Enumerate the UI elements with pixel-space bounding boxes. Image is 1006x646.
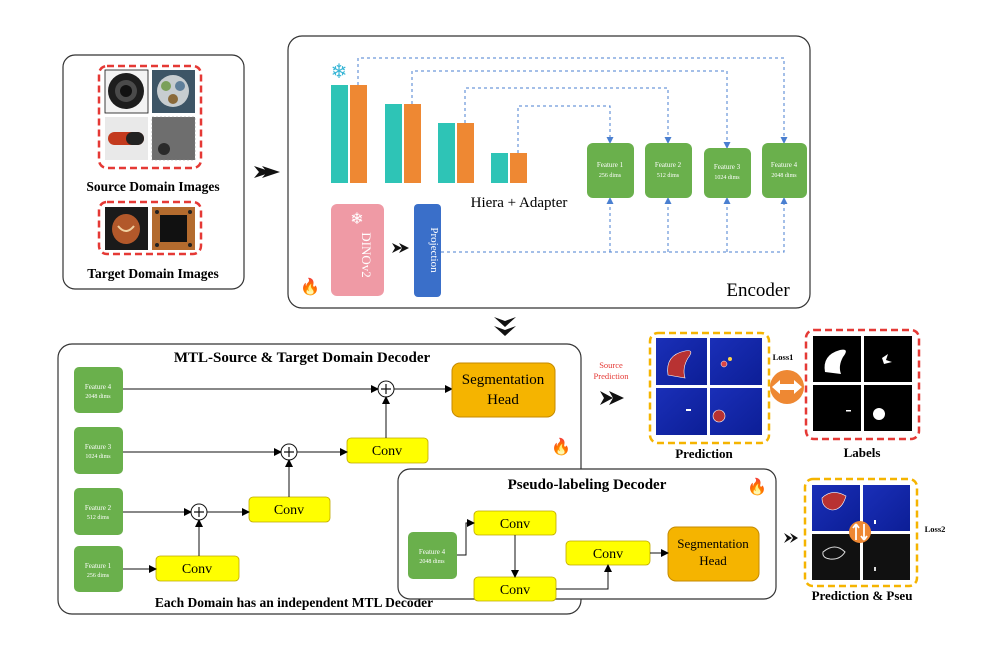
svg-text:Feature 1: Feature 1 <box>597 161 624 169</box>
svg-text:Conv: Conv <box>593 547 623 562</box>
skip-connections <box>357 57 788 253</box>
encoder-feature-1: Feature 1 256 dims <box>587 143 634 198</box>
svg-text:2048 dims: 2048 dims <box>85 394 111 400</box>
encoder-title: Encoder <box>726 280 790 301</box>
hiera-bars <box>331 85 527 183</box>
mtl-connections <box>123 385 453 573</box>
svg-text:Projection: Projection <box>428 227 440 273</box>
svg-text:Conv: Conv <box>182 562 212 577</box>
pseudo-connections <box>457 519 669 590</box>
mtl-decoder-title: MTL-Source & Target Domain Decoder <box>174 350 431 366</box>
svg-text:Feature 1: Feature 1 <box>85 562 112 570</box>
svg-text:1024 dims: 1024 dims <box>714 175 740 181</box>
svg-text:2048 dims: 2048 dims <box>419 559 445 565</box>
projection-block: Projection <box>414 204 441 297</box>
pseudo-prediction-grid: Loss2 Prediction & Pseu <box>803 477 946 603</box>
svg-text:2048 dims: 2048 dims <box>771 173 797 179</box>
input-images-panel: Source Domain Images Target Domain Image… <box>62 54 245 290</box>
add-node-crosses <box>194 384 391 517</box>
mtl-conv-2: Conv <box>248 496 331 523</box>
snowflake-icon: ❄ <box>331 61 348 83</box>
source-image-bottle <box>104 69 149 114</box>
fire-icon: 🔥 <box>747 477 767 496</box>
mtl-feature-1: Feature 1 256 dims <box>74 546 123 592</box>
svg-text:256 dims: 256 dims <box>87 573 110 579</box>
backbone-label: Hiera + Adapter <box>471 195 568 211</box>
encoder-feature-2: Feature 2 512 dims <box>645 143 692 198</box>
pseudo-conv-3: Conv <box>565 540 651 566</box>
svg-text:Feature 4: Feature 4 <box>85 383 112 391</box>
encoder-panel: ❄ Feature 1 256 dims Feature 2 <box>287 35 811 309</box>
loss2-label: Loss2 <box>925 524 946 534</box>
source-image-carpet <box>151 116 196 161</box>
svg-text:Feature 2: Feature 2 <box>85 504 112 512</box>
svg-text:1024 dims: 1024 dims <box>85 454 111 460</box>
svg-text:Conv: Conv <box>274 503 304 518</box>
dinov2-block: ❄ DINOv2 <box>331 204 384 296</box>
svg-text:512 dims: 512 dims <box>657 173 680 179</box>
mtl-conv-3: Conv <box>346 437 429 464</box>
flow-arrow-icon <box>392 243 409 253</box>
source-image-cable <box>152 70 195 113</box>
pseudo-decoder-title: Pseudo-labeling Decoder <box>508 477 667 493</box>
svg-text:Conv: Conv <box>500 583 530 598</box>
target-image-pcb <box>152 207 195 250</box>
mtl-feature-2: Feature 2 512 dims <box>74 488 123 535</box>
flow-arrow-icon <box>600 391 624 405</box>
svg-text:Feature 3: Feature 3 <box>85 443 112 451</box>
pseudo-caption: Prediction & Pseu <box>812 588 913 603</box>
svg-text:Feature 2: Feature 2 <box>655 161 682 169</box>
flow-arrow-icon <box>494 317 516 336</box>
pseudo-conv-1: Conv <box>473 510 557 536</box>
svg-text:Conv: Conv <box>372 444 402 459</box>
mtl-feature-4: Feature 4 2048 dims <box>74 367 123 413</box>
prediction-grid: Prediction <box>648 331 771 461</box>
labels-caption: Labels <box>844 445 881 460</box>
loss1-icon: Loss1 <box>770 352 804 404</box>
mtl-feature-3: Feature 3 1024 dims <box>74 427 123 474</box>
fire-icon: 🔥 <box>551 437 571 456</box>
svg-text:Feature 4: Feature 4 <box>771 161 798 169</box>
pseudo-feature-4: Feature 4 2048 dims <box>408 532 457 579</box>
encoder-feature-3: Feature 3 1024 dims <box>704 148 751 198</box>
target-domain-caption: Target Domain Images <box>87 266 219 281</box>
mtl-conv-1: Conv <box>155 555 240 582</box>
target-image-hazelnut <box>105 207 148 250</box>
flow-arrow-icon <box>254 166 280 178</box>
encoder-feature-4: Feature 4 2048 dims <box>762 143 807 198</box>
labels-grid: Labels <box>804 328 921 460</box>
svg-text:Feature 4: Feature 4 <box>419 548 446 556</box>
pseudo-decoder-panel: Pseudo-labeling Decoder 🔥 Feature 4 2048… <box>397 468 777 602</box>
swap-icon <box>849 521 871 543</box>
fire-icon: 🔥 <box>300 277 320 296</box>
svg-text:DINOv2: DINOv2 <box>359 232 374 278</box>
mtl-decoder-footer: Each Domain has an independent MTL Decod… <box>155 595 433 610</box>
prediction-caption: Prediction <box>675 446 733 461</box>
pseudo-conv-2: Conv <box>473 576 557 602</box>
snowflake-icon: ❄ <box>350 211 363 228</box>
svg-text:512 dims: 512 dims <box>87 515 110 521</box>
source-domain-caption: Source Domain Images <box>86 179 219 194</box>
svg-text:256 dims: 256 dims <box>599 173 622 179</box>
svg-text:Conv: Conv <box>500 517 530 532</box>
target-images-group <box>97 200 203 256</box>
source-image-capsule <box>105 117 148 160</box>
svg-text:Loss1: Loss1 <box>773 352 794 362</box>
svg-text:Feature 3: Feature 3 <box>714 163 741 171</box>
flow-arrow-icon <box>784 533 798 543</box>
